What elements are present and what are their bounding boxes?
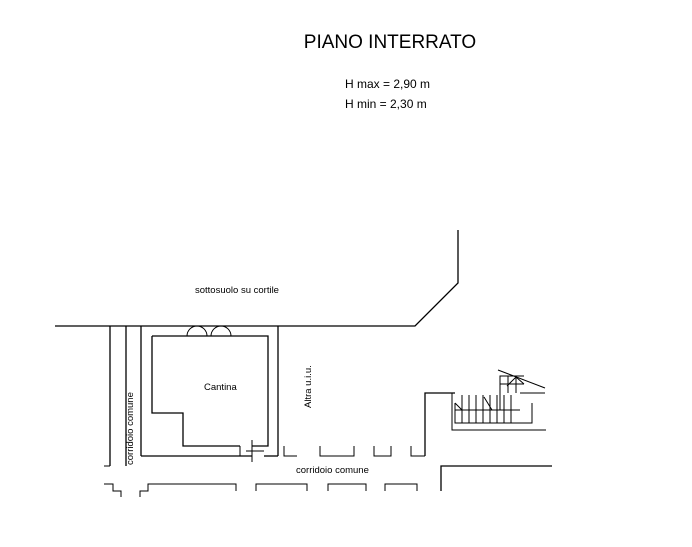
height-min-label: H min = 2,30 m	[345, 97, 427, 111]
altra-uiu-label: Altra u.i.u.	[303, 365, 314, 408]
bottom-wall-fragments	[104, 483, 418, 497]
cantina-label: Cantina	[204, 382, 237, 393]
corridor-horizontal-label: corridoio comune	[296, 465, 369, 476]
corridor-left-walls	[104, 326, 127, 467]
outer-boundary-wall	[55, 230, 459, 327]
corridor-vertical-label: corridoio comune	[125, 392, 136, 465]
corridor-right-wall	[440, 465, 552, 491]
cantina-room	[140, 325, 279, 462]
corridor-door-stubs	[283, 446, 425, 457]
height-max-label: H max = 2,90 m	[345, 77, 430, 91]
plan-title: PIANO INTERRATO	[304, 32, 476, 53]
sottosuolo-label: sottosuolo su cortile	[195, 285, 279, 296]
staircase	[424, 369, 546, 456]
